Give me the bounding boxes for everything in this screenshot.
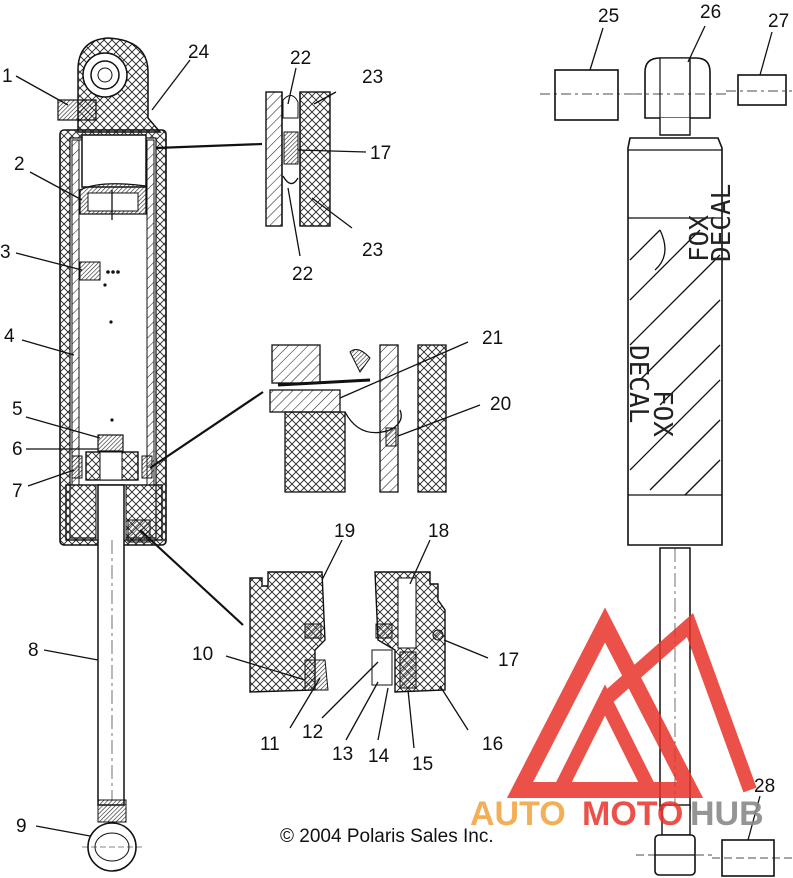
decal-block-upper-2: DECAL [707, 184, 737, 262]
callout-19: 19 [334, 521, 355, 542]
callout-11: 11 [260, 734, 280, 755]
callout-2: 2 [14, 154, 25, 175]
callout-13: 13 [332, 744, 353, 765]
decal-block-lower-2: FOX [647, 390, 677, 437]
callout-7: 7 [12, 481, 23, 502]
callout-9: 9 [16, 816, 27, 837]
callout-6: 6 [12, 439, 23, 460]
detail-seal-head [225, 539, 489, 749]
callout-4: 4 [4, 326, 15, 347]
watermark-text-auto: AUTO [470, 795, 566, 833]
callout-15: 15 [412, 754, 433, 775]
decal-text-upper-2: DECAL [707, 184, 737, 262]
callout-1: 1 [2, 66, 13, 87]
detail-seal-middle [269, 341, 481, 493]
decal-text-lower-1: FOX [647, 390, 677, 437]
callout-24: 24 [188, 42, 210, 63]
callout-25: 25 [598, 6, 619, 27]
copyright-text: © 2004 Polaris Sales Inc. [280, 826, 494, 847]
callout-28: 28 [754, 776, 775, 797]
callout-27: 27 [768, 11, 789, 32]
decal-block-upper: FOX [685, 215, 715, 262]
callout-18: 18 [428, 521, 449, 542]
leader-lines-left [15, 59, 264, 837]
callout-20: 20 [490, 394, 511, 415]
detail-seal-upper [265, 67, 367, 257]
callout-17-lower: 17 [498, 650, 519, 671]
decal-block-lower: DECAL [623, 345, 653, 423]
callout-16: 16 [482, 734, 503, 755]
callout-labels: 1 2 3 4 5 6 7 8 9 10 11 12 13 14 15 16 1… [0, 2, 789, 837]
callout-22-upper: 22 [290, 48, 311, 69]
watermark-logo [506, 607, 757, 798]
watermark-text-hub: HUB [690, 795, 764, 833]
decal-text-lower-2: DECAL [623, 345, 653, 423]
callout-10: 10 [192, 644, 213, 665]
external-shock [540, 25, 792, 877]
callout-8: 8 [28, 640, 39, 661]
callout-5: 5 [12, 399, 23, 420]
decal-text-upper-1: FOX [685, 215, 715, 262]
callout-22-lower: 22 [292, 264, 313, 285]
callout-3: 3 [0, 242, 11, 263]
watermark-text-moto: MOTO [582, 795, 683, 833]
decal-stripes [629, 229, 721, 496]
callout-21: 21 [482, 328, 503, 349]
callout-17-upper: 17 [370, 143, 391, 164]
callout-23-lower: 23 [362, 240, 383, 261]
callout-23-upper: 23 [362, 67, 383, 88]
callout-26: 26 [700, 2, 721, 23]
sectioned-shock [57, 37, 167, 872]
callout-14: 14 [368, 746, 390, 767]
callout-12: 12 [302, 722, 323, 743]
